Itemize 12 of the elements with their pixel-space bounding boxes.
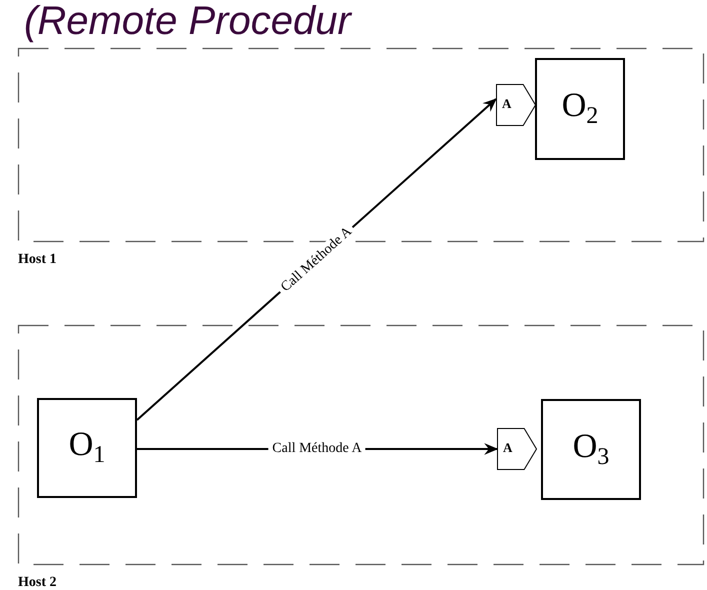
- interface-tag: [497, 428, 537, 470]
- object-box: [535, 58, 625, 160]
- object-label: O$_{3}$: [572, 430, 610, 470]
- tag-letter: A: [503, 440, 512, 456]
- object-label: O$_{2}$: [562, 89, 598, 129]
- tag-letter: A: [502, 96, 512, 112]
- host-label: Host 2: [18, 575, 56, 590]
- diagram-title: (Remote Procedur: [24, 0, 351, 44]
- object-label: O$_{1}$: [68, 428, 106, 468]
- object-box: [37, 398, 137, 498]
- host-label: Host 1: [18, 252, 56, 268]
- object-box: [541, 399, 641, 500]
